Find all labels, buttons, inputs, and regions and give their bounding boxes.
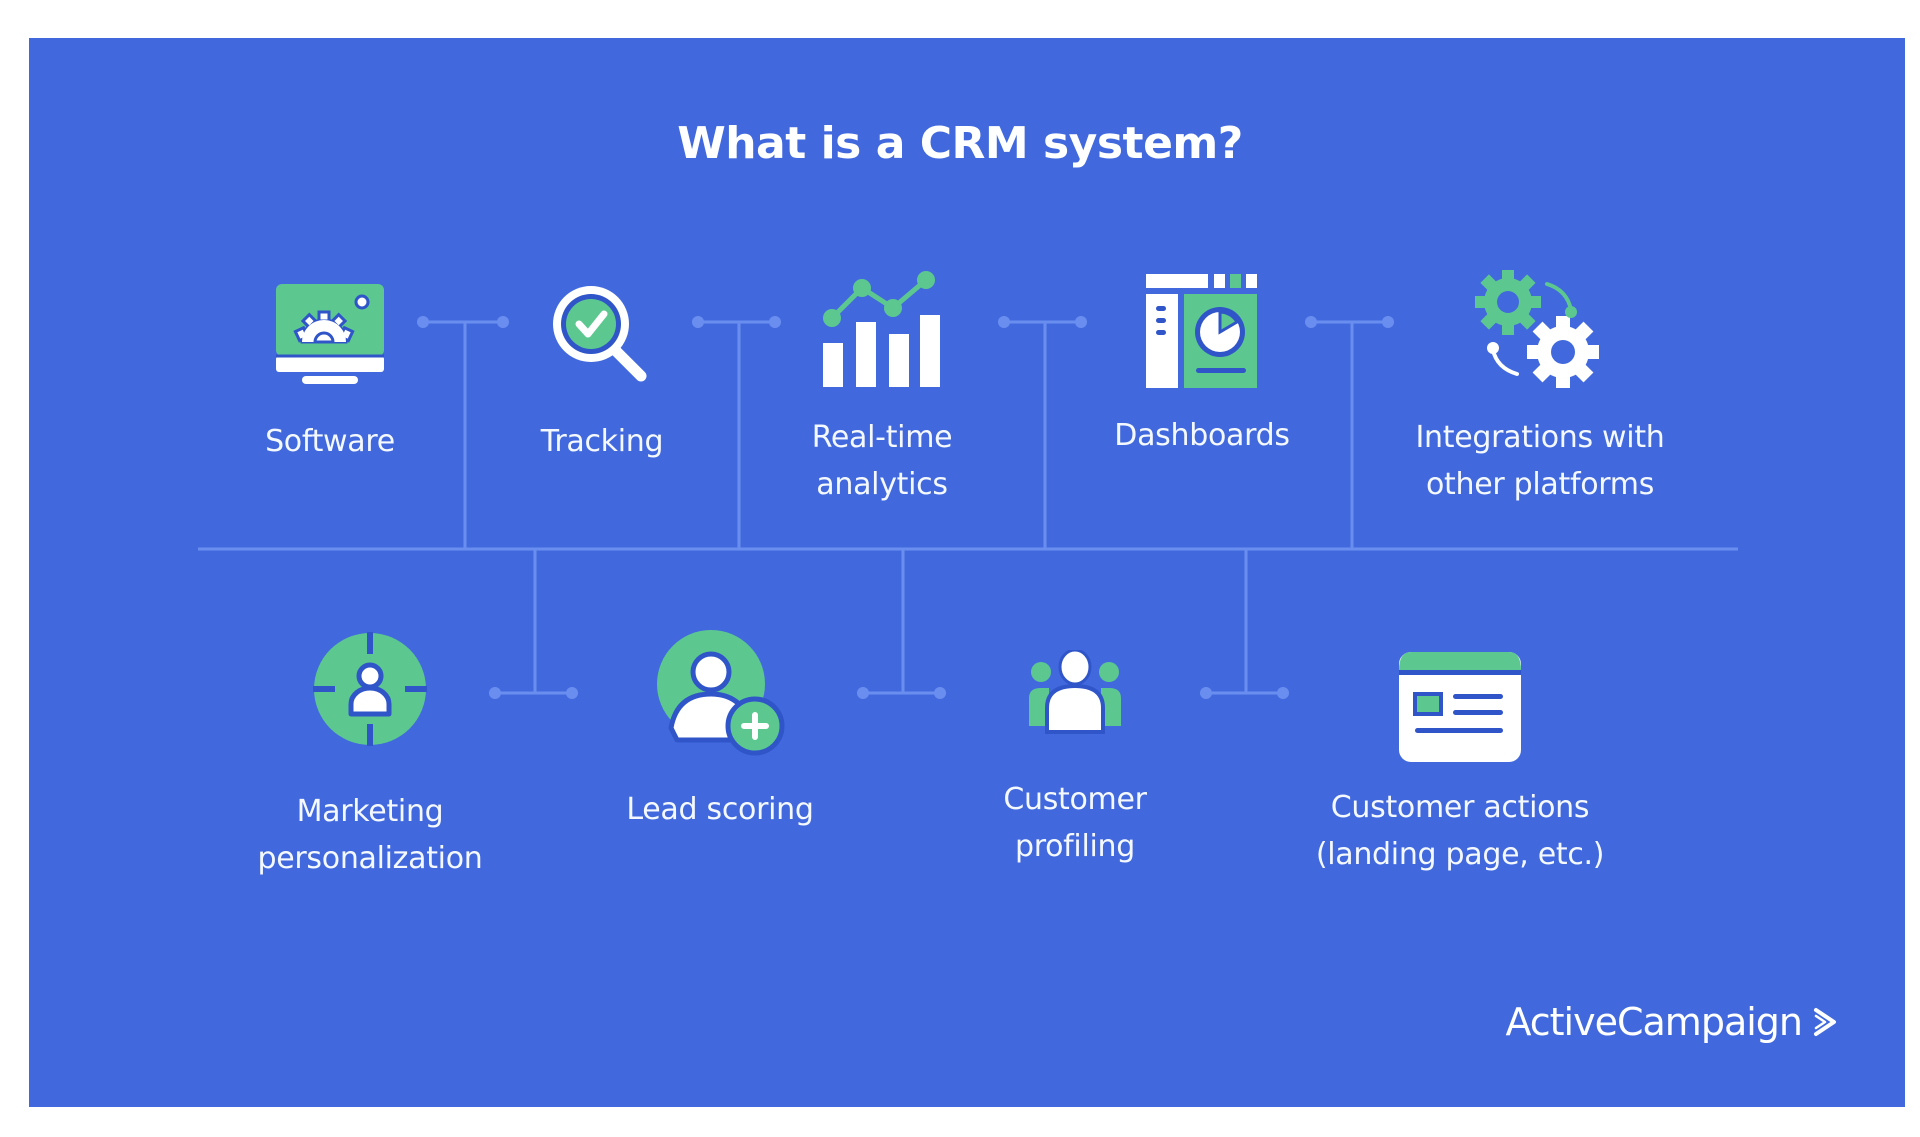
feature-integrations: Integrations with other platforms bbox=[1380, 270, 1700, 508]
user-group-icon bbox=[1029, 650, 1121, 734]
bottom-connector-3 bbox=[1200, 549, 1289, 699]
feature-customer-actions: Customer actions (landing page, etc.) bbox=[1290, 650, 1630, 878]
feature-label: Software bbox=[265, 424, 395, 459]
top-connector-3 bbox=[998, 316, 1087, 549]
top-connector-2 bbox=[692, 316, 781, 549]
top-connector-1 bbox=[417, 316, 509, 549]
feature-customer-profiling: Customer profiling bbox=[955, 650, 1195, 870]
gears-sync-icon bbox=[1475, 270, 1599, 388]
landing-page-icon bbox=[1399, 652, 1521, 762]
computer-gear-icon bbox=[276, 284, 384, 384]
feature-label: Dashboards bbox=[1114, 418, 1290, 453]
feature-software: Software bbox=[210, 280, 450, 465]
feature-label: Customer profiling bbox=[1003, 782, 1147, 864]
chevron-right-icon bbox=[1814, 1008, 1836, 1036]
feature-label: Customer actions (landing page, etc.) bbox=[1315, 790, 1605, 872]
target-person-icon bbox=[313, 632, 427, 746]
feature-dashboards: Dashboards bbox=[1082, 272, 1322, 459]
brand-name: ActiveCampaign bbox=[1505, 1000, 1803, 1044]
feature-label: Lead scoring bbox=[626, 792, 814, 827]
magnifier-check-icon bbox=[553, 286, 647, 382]
feature-marketing-personalization: Marketing personalization bbox=[220, 630, 520, 882]
page-title: What is a CRM system? bbox=[677, 118, 1243, 169]
bar-chart-trend-icon bbox=[823, 271, 940, 387]
top-connector-4 bbox=[1305, 316, 1394, 549]
feature-label: Real-time analytics bbox=[811, 420, 953, 502]
feature-label: Marketing personalization bbox=[257, 794, 483, 876]
add-user-icon bbox=[657, 630, 785, 756]
brand-logo: ActiveCampaign bbox=[1505, 1000, 1838, 1044]
dashboard-pie-icon bbox=[1146, 274, 1257, 388]
feature-realtime-analytics: Real-time analytics bbox=[762, 270, 1002, 508]
feature-lead-scoring: Lead scoring bbox=[600, 628, 840, 833]
feature-label: Integrations with other platforms bbox=[1415, 420, 1665, 502]
bottom-connector-2 bbox=[857, 549, 946, 699]
infographic-panel bbox=[29, 38, 1905, 1107]
feature-tracking: Tracking bbox=[482, 280, 722, 465]
bottom-connector-1 bbox=[489, 549, 578, 699]
feature-label: Tracking bbox=[540, 424, 664, 459]
